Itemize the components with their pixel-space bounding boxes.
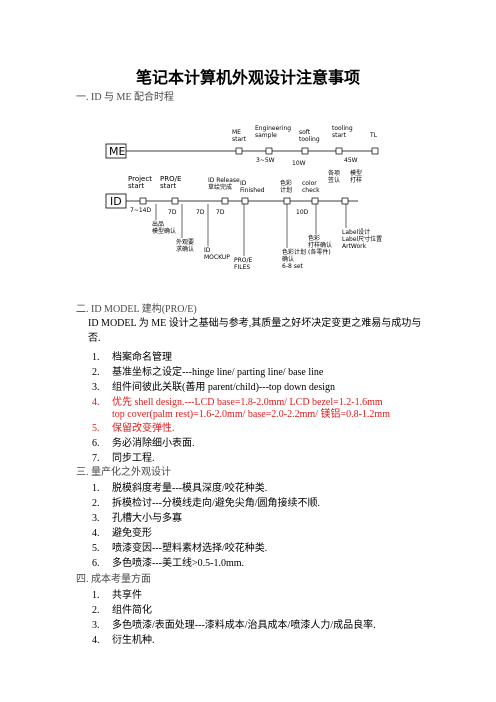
label-3-5w: 3~5W bbox=[256, 157, 275, 164]
label-material: 出品模型确认 bbox=[152, 220, 176, 235]
label-7-14d: 7~14D bbox=[130, 207, 151, 214]
label-10d: 10D bbox=[296, 209, 309, 216]
list-item-highlight: 5.保留改变弹性. bbox=[92, 423, 175, 434]
list-item: 6.多色喷漆---美工线>0.5-1.0mm. bbox=[92, 558, 245, 569]
list-item: 1.脱模斜度考量---模具深度/咬花种类. bbox=[92, 483, 268, 494]
label-color-spec: 色彩计划 bbox=[280, 179, 292, 194]
me-milestone-5 bbox=[371, 147, 379, 155]
list-item-highlight: 4.优先 shell design.---LCD base=1.8-2.0mm/… bbox=[92, 397, 383, 408]
section-heading-schedule: 一. ID 与 ME 配合时程 bbox=[76, 92, 175, 103]
label-approve: 各项签认 bbox=[328, 169, 340, 184]
id-milestone-3 bbox=[221, 197, 229, 205]
list-item: 4.衍生机种. bbox=[92, 635, 155, 646]
label-plan: 模型打样 bbox=[350, 169, 362, 184]
list-item-continuation: top cover(palm rest)=1.6-2.0mm/ base=2.0… bbox=[112, 409, 390, 420]
label-7d-1: 7D bbox=[168, 209, 177, 216]
label-7d-3: 7D bbox=[216, 209, 225, 216]
list-item: 7.同步工程. bbox=[92, 453, 155, 464]
list-item: 2.拆模检讨---分模线走向/避免尖角/圆角接续不顺. bbox=[92, 498, 321, 509]
id-milestone-1 bbox=[139, 197, 147, 205]
me-milestone-2 bbox=[265, 147, 273, 155]
id-milestone-4 bbox=[241, 197, 249, 205]
list-item: 5.喷漆变因---塑料素材选择/咬花种类. bbox=[92, 543, 268, 554]
id-milestone-5 bbox=[283, 197, 291, 205]
list-item: 4.避免变形 bbox=[92, 528, 152, 539]
me-milestone-4 bbox=[335, 147, 343, 155]
me-box-label: ME bbox=[109, 145, 125, 158]
id-box-label: ID bbox=[110, 195, 122, 208]
section-heading-cost: 四. 成本考量方面 bbox=[76, 574, 151, 585]
label-45w: 45W bbox=[344, 157, 358, 164]
id-milestone-2 bbox=[171, 197, 179, 205]
section-heading-mass-production: 三. 量产化之外观设计 bbox=[76, 467, 171, 478]
me-milestone-3 bbox=[301, 147, 309, 155]
label-10w: 10W bbox=[292, 160, 306, 167]
list-item: 1.档案命名管理 bbox=[92, 352, 172, 363]
label-7d-2: 7D bbox=[196, 209, 205, 216]
page-title: 笔记本计算机外观设计注意事项 bbox=[135, 70, 360, 87]
list-item: 3.孔槽大小与多寡 bbox=[92, 513, 182, 524]
section-heading-id-model: 二. ID MODEL 建构(PRO/E) bbox=[76, 304, 197, 315]
id-milestone-7 bbox=[341, 197, 349, 205]
label-appearance: 外观要求确认 bbox=[176, 238, 194, 253]
me-milestone-1 bbox=[235, 147, 243, 155]
id-milestone-6 bbox=[311, 197, 319, 205]
list-item: 2.组件简化 bbox=[92, 605, 152, 616]
list-item: 3.组件间彼此关联(善用 parent/child)---top down de… bbox=[92, 382, 336, 393]
label-mock-check: 色彩打样确认(各零件) bbox=[308, 234, 332, 256]
list-item: 1.共享件 bbox=[92, 590, 142, 601]
id-model-paragraph: ID MODEL 为 ME 设计之基础与参考,其质量之好坏决定变更之难易与成功与… bbox=[88, 318, 422, 344]
list-item: 2.基准坐标之设定---hinge line/ parting line/ ba… bbox=[92, 367, 324, 378]
list-item: 6.务必消除细小表面. bbox=[92, 438, 195, 449]
label-tl: TL bbox=[369, 132, 378, 139]
list-item: 3.多色喷漆/表面处理---漆料成本/治具成本/喷漆人力/成品良率. bbox=[92, 620, 376, 631]
